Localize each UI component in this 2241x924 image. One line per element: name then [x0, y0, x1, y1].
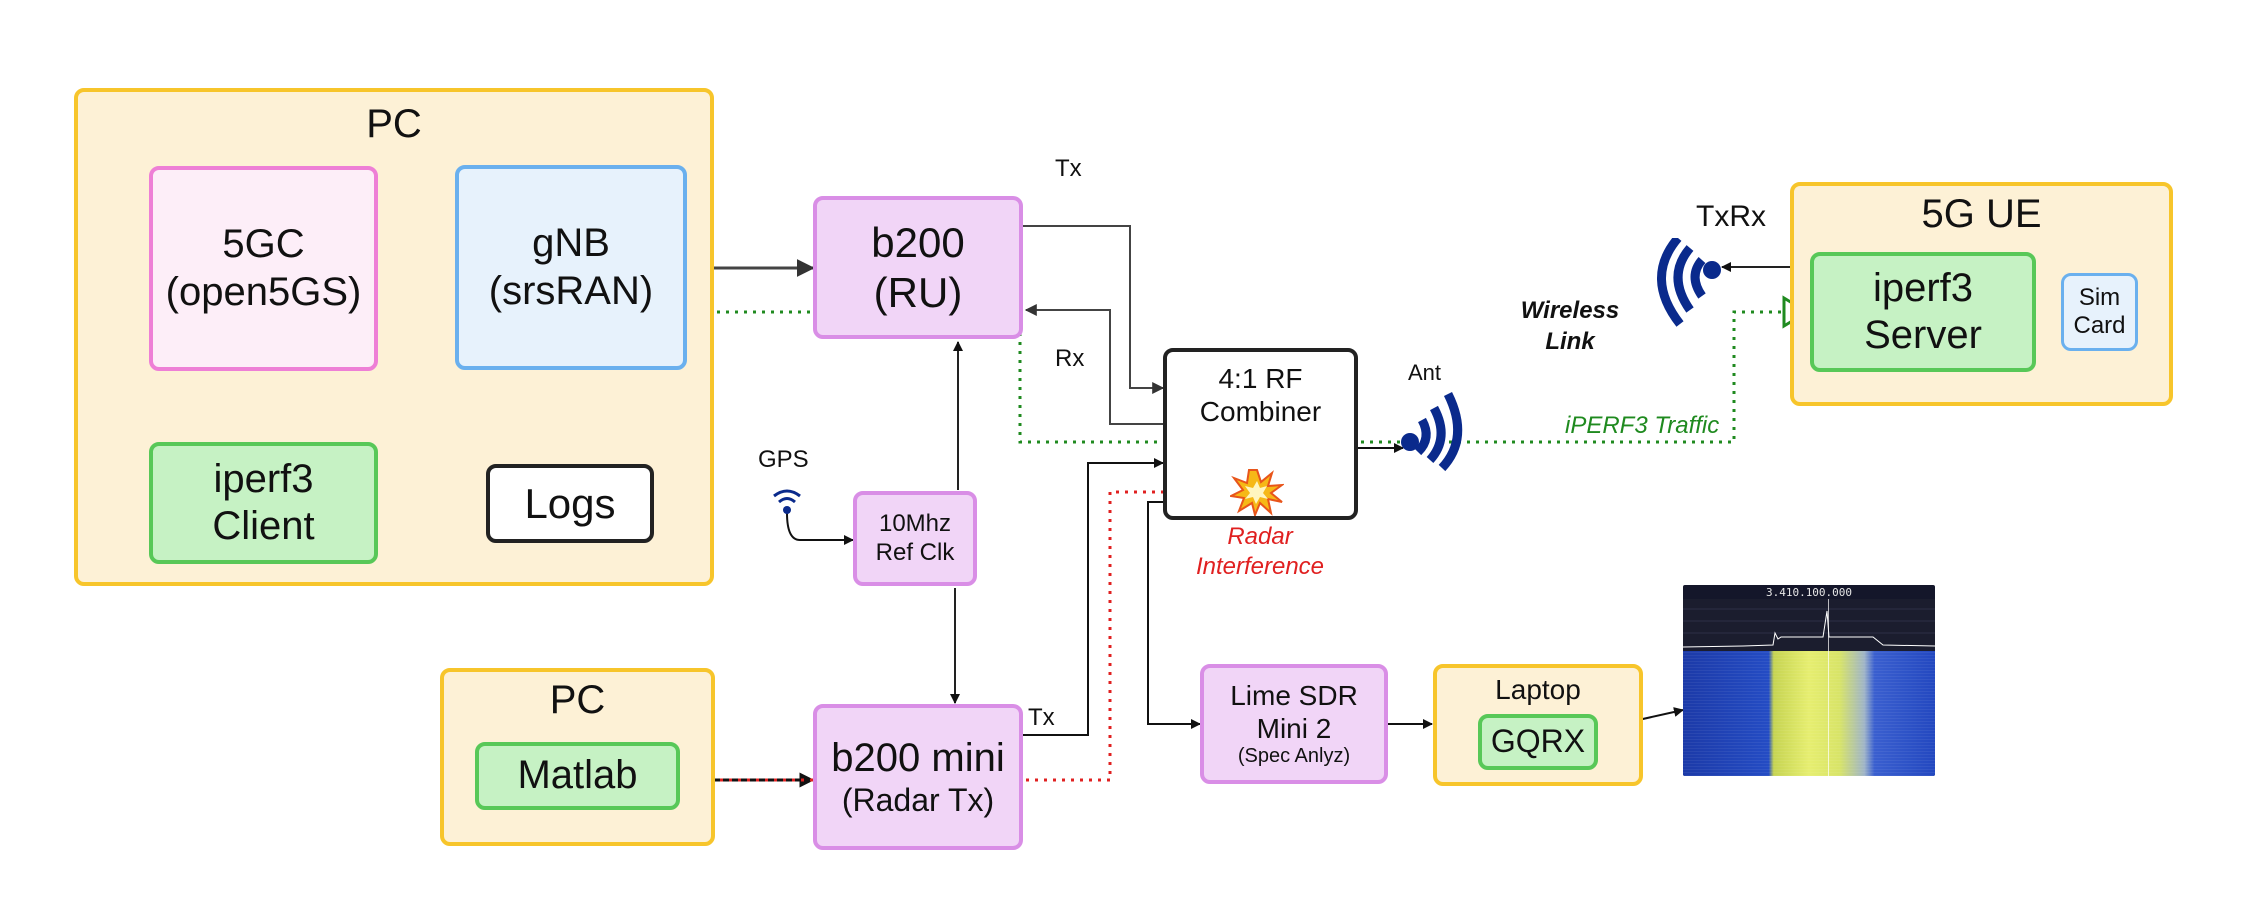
matlab-title: Matlab — [517, 753, 638, 798]
ant-antenna-icon — [1401, 391, 1463, 472]
ref-clk-box[interactable]: 10Mhz Ref Clk — [853, 491, 977, 586]
tx-label-top: Tx — [1055, 155, 1082, 182]
gnb-subtitle: (srsRAN) — [488, 268, 654, 313]
ant-label: Ant — [1408, 360, 1442, 385]
spectrum-freq-readout: 3.410.100.000 — [1765, 586, 1853, 599]
gqrx-box[interactable]: GQRX — [1478, 714, 1598, 770]
b200-mini-title: b200 mini — [831, 735, 1005, 780]
txrx-label: TxRx — [1696, 200, 1766, 233]
gps-antenna-icon — [773, 489, 801, 514]
mini-tx-line — [1023, 458, 1164, 736]
wireless-line1: Wireless — [1520, 297, 1620, 324]
b200-subtitle: (RU) — [873, 268, 963, 316]
radar-label-line2: Interference — [1195, 553, 1325, 580]
gps-label: GPS — [758, 446, 809, 473]
sim-line2: Card — [2073, 312, 2126, 339]
sim-card-box[interactable]: Sim Card — [2061, 273, 2138, 351]
radar-interference-label: Radar Interference — [1185, 522, 1335, 582]
radar-label-line1: Radar — [1227, 523, 1293, 550]
iperf3-server-title: iperf3 — [1872, 265, 1974, 310]
explosion-icon — [1230, 469, 1284, 516]
lime-line1: Lime SDR — [1230, 680, 1358, 712]
combiner-line2: Combiner — [1199, 396, 1322, 428]
b200-tx-line — [1023, 225, 1165, 394]
wireless-link-label: Wireless Link — [1510, 296, 1630, 357]
matlab-box[interactable]: Matlab — [475, 742, 680, 810]
laptop-title: Laptop — [1495, 674, 1581, 705]
core-5gc-box[interactable]: 5GC (open5GS) — [149, 166, 378, 371]
spectrum-center-marker — [1828, 599, 1829, 776]
rx-label: Rx — [1055, 345, 1085, 372]
b200-ru-box[interactable]: b200 (RU) — [813, 196, 1023, 339]
iperf-traffic-path-right — [1440, 310, 1782, 444]
iperf3-server-box[interactable]: iperf3 Server — [1810, 252, 2036, 372]
gps-refclk-link — [786, 512, 854, 545]
logs-title: Logs — [524, 479, 616, 527]
pc-main-title: PC — [366, 102, 422, 146]
gqrx-title: GQRX — [1490, 723, 1586, 760]
lime-line2: Mini 2 — [1256, 713, 1332, 745]
spectrum-plot — [1683, 599, 1935, 651]
combiner-line1: 4:1 RF — [1218, 363, 1303, 394]
ue-title: 5G UE — [1921, 192, 2042, 236]
pc-matlab-title: PC — [549, 678, 606, 722]
iperf3-client-title: iperf3 — [213, 456, 314, 501]
txrx-antenna-icon — [1657, 238, 1721, 327]
iperf3-client-subtitle: Client — [212, 504, 315, 548]
logs-box[interactable]: Logs — [486, 464, 654, 543]
spectrum-waterfall — [1683, 651, 1935, 776]
b200-mini-box[interactable]: b200 mini (Radar Tx) — [813, 704, 1023, 850]
combiner-lime-link — [1147, 501, 1201, 729]
core-5gc-title: 5GC — [222, 222, 305, 267]
b200-rx-line — [1024, 304, 1163, 425]
spectrum-trace — [1683, 608, 1935, 648]
sim-line1: Sim — [2078, 283, 2121, 311]
gnb-title: gNB — [532, 221, 610, 266]
lime-line3: (Spec Anlyz) — [1237, 745, 1351, 768]
lime-sdr-box[interactable]: Lime SDR Mini 2 (Spec Anlyz) — [1200, 664, 1388, 784]
wireless-line2: Link — [1545, 327, 1595, 355]
gnb-box[interactable]: gNB (srsRAN) — [455, 165, 687, 370]
spectrum-waterfall-image: 3.410.100.000 — [1683, 585, 1935, 776]
iperf3-client-box[interactable]: iperf3 Client — [149, 442, 378, 564]
b200-title: b200 — [871, 218, 965, 266]
tx-label-mini: Tx — [1028, 704, 1055, 731]
iperf3-server-subtitle: Server — [1864, 313, 1982, 357]
b200-mini-subtitle: (Radar Tx) — [841, 781, 995, 818]
iperf-traffic-label: iPERF3 Traffic — [1565, 412, 1720, 439]
ref-clk-line2: Ref Clk — [875, 538, 955, 566]
ref-clk-line1: 10Mhz — [878, 510, 952, 538]
core-5gc-subtitle: (open5GS) — [165, 269, 362, 314]
